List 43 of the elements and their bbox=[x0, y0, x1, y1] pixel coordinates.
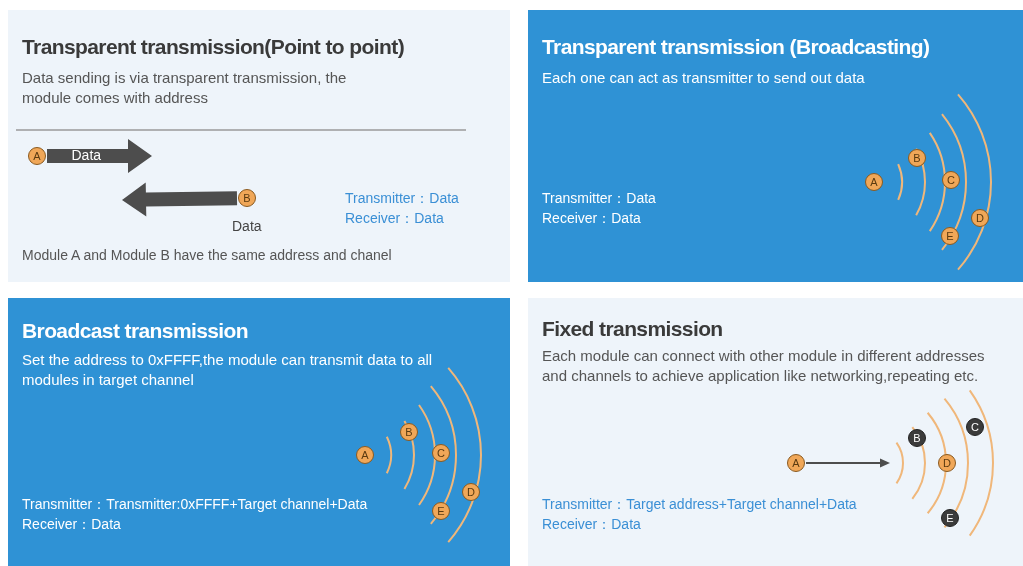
edge-label: Data bbox=[71, 146, 102, 165]
arrow bbox=[805, 458, 890, 468]
mode-text: Receiver：Data bbox=[542, 515, 641, 534]
block-arrow bbox=[47, 139, 152, 173]
module-badge: C bbox=[432, 444, 450, 462]
mode-text: Transmitter：Data bbox=[345, 189, 459, 208]
module-badge: E bbox=[941, 227, 959, 245]
module-badge: C bbox=[966, 418, 984, 436]
panel-title: Transparent transmission (Broadcasting) bbox=[542, 34, 930, 60]
module-badge: A bbox=[28, 147, 46, 165]
module-badge: A bbox=[865, 173, 883, 191]
info-panel bbox=[8, 10, 510, 282]
module-badge: B bbox=[908, 149, 926, 167]
module-badge: D bbox=[938, 454, 956, 472]
module-badge: D bbox=[971, 209, 989, 227]
block-arrow bbox=[122, 182, 238, 217]
mode-text: Receiver：Data bbox=[22, 515, 121, 534]
data-label: Data bbox=[232, 217, 262, 236]
module-badge: E bbox=[941, 509, 959, 527]
description-text: Data sending is via transparent transmission, the module comes with address bbox=[22, 68, 348, 107]
module-badge: B bbox=[400, 423, 418, 441]
module-badge: C bbox=[942, 171, 960, 189]
mode-text: Receiver：Data bbox=[542, 209, 641, 228]
module-badge: A bbox=[787, 454, 805, 472]
mode-text: Transmitter：Transmitter:0xFFFF+Target channel+Data bbox=[22, 495, 368, 514]
description-text: Each module can connect with other module in different addresses and channels to achieve application like networking,repeating etc. bbox=[542, 346, 986, 385]
info-panel bbox=[528, 298, 1023, 566]
description-text: Each one can act as transmitter to send out data bbox=[542, 68, 865, 88]
module-badge: B bbox=[908, 429, 926, 447]
mode-text: Receiver：Data bbox=[345, 209, 444, 228]
mode-text: Transmitter：Target address+Target channel+Data bbox=[542, 495, 857, 514]
module-badge: B bbox=[238, 189, 256, 207]
module-badge: E bbox=[432, 502, 450, 520]
info-panel bbox=[8, 298, 510, 566]
panel-title: Broadcast transmission bbox=[22, 318, 249, 344]
info-panel bbox=[528, 10, 1023, 282]
panel-title: Transparent transmission(Point to point) bbox=[22, 34, 405, 60]
note-text: Module A and Module B have the same address and chanel bbox=[22, 246, 392, 265]
panel-title: Fixed transmission bbox=[542, 316, 723, 342]
description-text: Set the address to 0xFFFF,the module can transmit data to all modules in target channel bbox=[22, 350, 434, 389]
module-badge: D bbox=[462, 483, 480, 501]
module-badge: A bbox=[356, 446, 374, 464]
mode-text: Transmitter：Data bbox=[542, 189, 656, 208]
